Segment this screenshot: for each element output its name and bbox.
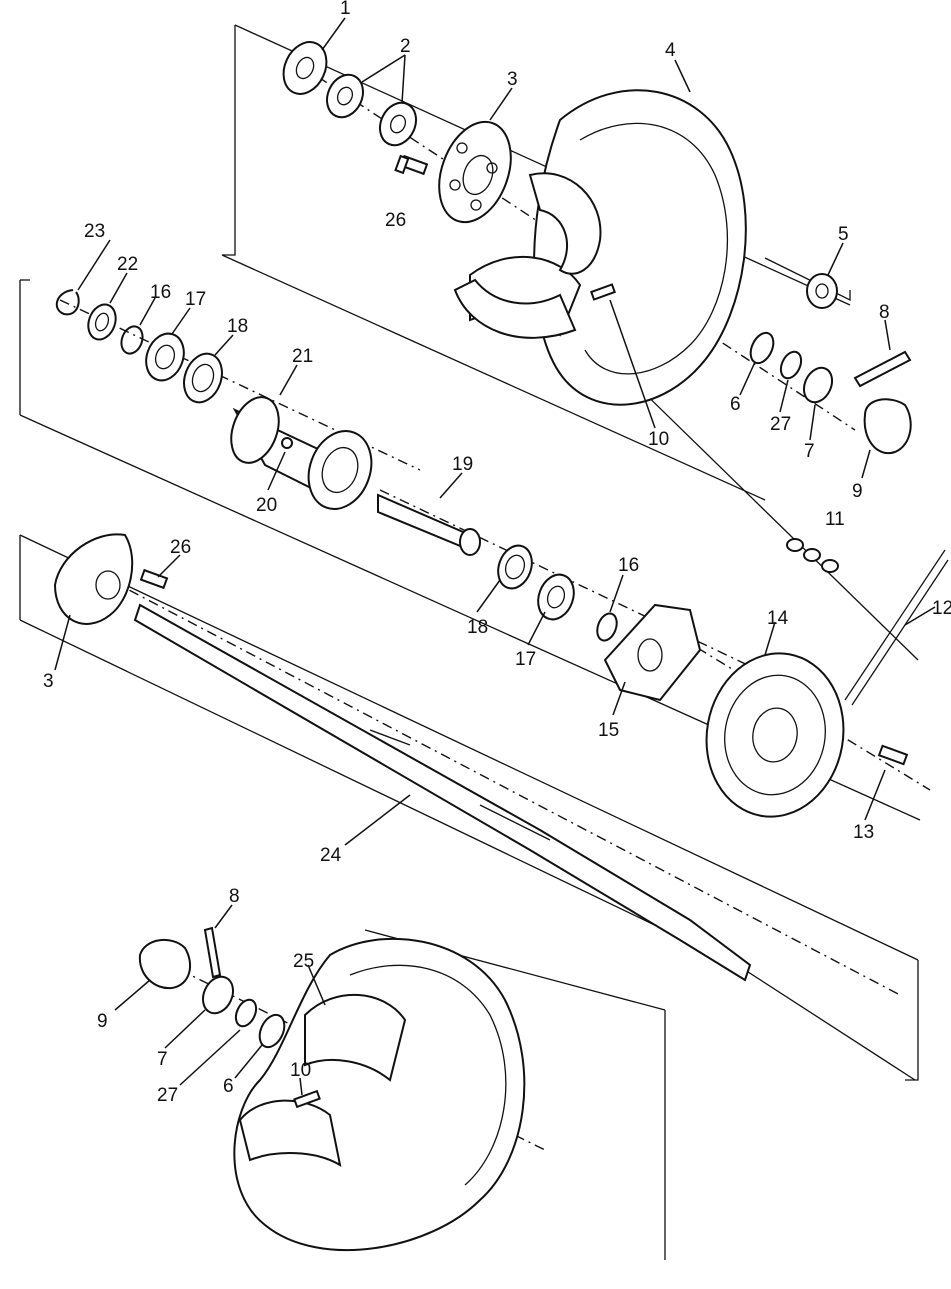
callout-10-top: 10 bbox=[648, 429, 669, 450]
sprocket-14 bbox=[705, 652, 845, 818]
bolt-13 bbox=[877, 744, 909, 766]
spacer-tube-19 bbox=[377, 493, 481, 556]
callout-24: 24 bbox=[320, 845, 342, 866]
hub-3-top bbox=[438, 120, 512, 224]
seal-22 bbox=[87, 303, 117, 341]
callout-2: 2 bbox=[400, 36, 411, 57]
snap-ring-23 bbox=[55, 289, 80, 316]
castle-nut-7-bottom bbox=[201, 975, 235, 1015]
o-ring-16-bottom bbox=[596, 612, 618, 642]
callout-15: 15 bbox=[598, 720, 619, 741]
callout-25: 25 bbox=[293, 951, 314, 972]
washer-27-bottom bbox=[234, 998, 258, 1028]
bolt-26-left bbox=[139, 568, 169, 590]
grease-fitting-20 bbox=[281, 437, 293, 449]
callout-21: 21 bbox=[292, 346, 313, 367]
callout-16-top: 16 bbox=[150, 282, 171, 303]
callout-6-top: 6 bbox=[730, 394, 741, 415]
race-17-bottom bbox=[537, 573, 575, 621]
master-link-11 bbox=[786, 538, 839, 573]
chain-12 bbox=[844, 549, 949, 706]
o-ring-16-top bbox=[120, 325, 144, 355]
callout-27-top: 27 bbox=[770, 414, 791, 435]
callout-17-top: 17 bbox=[185, 289, 206, 310]
callout-leaders bbox=[54, 17, 936, 1096]
bolt-26-top bbox=[394, 154, 429, 176]
callout-9-top: 9 bbox=[852, 481, 863, 502]
bearing-18-bottom bbox=[497, 544, 533, 590]
nut-5 bbox=[806, 273, 838, 309]
cotter-pin-8-bottom bbox=[203, 926, 222, 979]
callout-1: 1 bbox=[340, 0, 351, 19]
callout-22: 22 bbox=[117, 254, 138, 275]
callout-19: 19 bbox=[452, 454, 473, 475]
callout-20: 20 bbox=[256, 495, 277, 516]
callout-3-top: 3 bbox=[507, 69, 518, 90]
castle-nut-2b bbox=[379, 101, 417, 147]
callout-12: 12 bbox=[932, 598, 951, 619]
callout-16-bottom: 16 bbox=[618, 555, 639, 576]
callout-26-top: 26 bbox=[385, 210, 406, 231]
callout-17-bottom: 17 bbox=[515, 649, 536, 670]
washer-6-bottom bbox=[258, 1013, 286, 1049]
sprocket-assembly bbox=[603, 538, 949, 818]
callout-8-top: 8 bbox=[879, 302, 890, 323]
wheel-assembly-bottom bbox=[138, 926, 526, 1252]
callout-23: 23 bbox=[84, 221, 105, 242]
cotter-pin-8-top bbox=[853, 350, 912, 388]
hub-3-left bbox=[53, 533, 134, 625]
callout-7-bottom: 7 bbox=[157, 1049, 168, 1070]
callout-4: 4 bbox=[665, 40, 676, 61]
valve-10-top bbox=[590, 283, 616, 301]
callout-labels: 1 2 3 4 5 6 7 8 9 10 11 12 13 14 15 16 1… bbox=[43, 0, 951, 1106]
bearing-housing-21 bbox=[230, 396, 373, 510]
callout-8-bottom: 8 bbox=[229, 886, 240, 907]
bearing-18-top bbox=[183, 352, 223, 404]
callout-26-left: 26 bbox=[170, 537, 191, 558]
castle-nut-2a bbox=[326, 73, 364, 119]
bearing-assembly bbox=[55, 289, 618, 642]
callout-11: 11 bbox=[825, 509, 845, 530]
callout-5: 5 bbox=[838, 224, 849, 245]
valve-10-bottom bbox=[293, 1089, 321, 1109]
washer-6-top bbox=[749, 331, 775, 365]
cap-9-top bbox=[863, 398, 912, 455]
callout-9-bottom: 9 bbox=[97, 1011, 108, 1032]
callout-10-bottom: 10 bbox=[290, 1060, 311, 1081]
callout-27-bottom: 27 bbox=[157, 1085, 178, 1106]
callout-18-top: 18 bbox=[227, 316, 248, 337]
tire-25-bottom bbox=[233, 937, 526, 1252]
castle-nut-7-top bbox=[802, 366, 834, 404]
sprocket-hub-15 bbox=[603, 603, 702, 702]
wheel-assembly-top bbox=[282, 41, 912, 455]
washer-27-top bbox=[779, 350, 803, 380]
axle-24 bbox=[133, 603, 752, 982]
callout-3-left: 3 bbox=[43, 671, 54, 692]
cap-9-bottom bbox=[138, 939, 192, 990]
callout-14: 14 bbox=[767, 608, 789, 629]
callout-18-bottom: 18 bbox=[467, 617, 488, 638]
callout-13: 13 bbox=[853, 822, 874, 843]
callout-6-bottom: 6 bbox=[223, 1076, 234, 1097]
tire-4-top bbox=[453, 89, 747, 406]
callout-7-top: 7 bbox=[804, 441, 815, 462]
race-17-top bbox=[145, 332, 185, 382]
washer-1 bbox=[282, 41, 328, 95]
